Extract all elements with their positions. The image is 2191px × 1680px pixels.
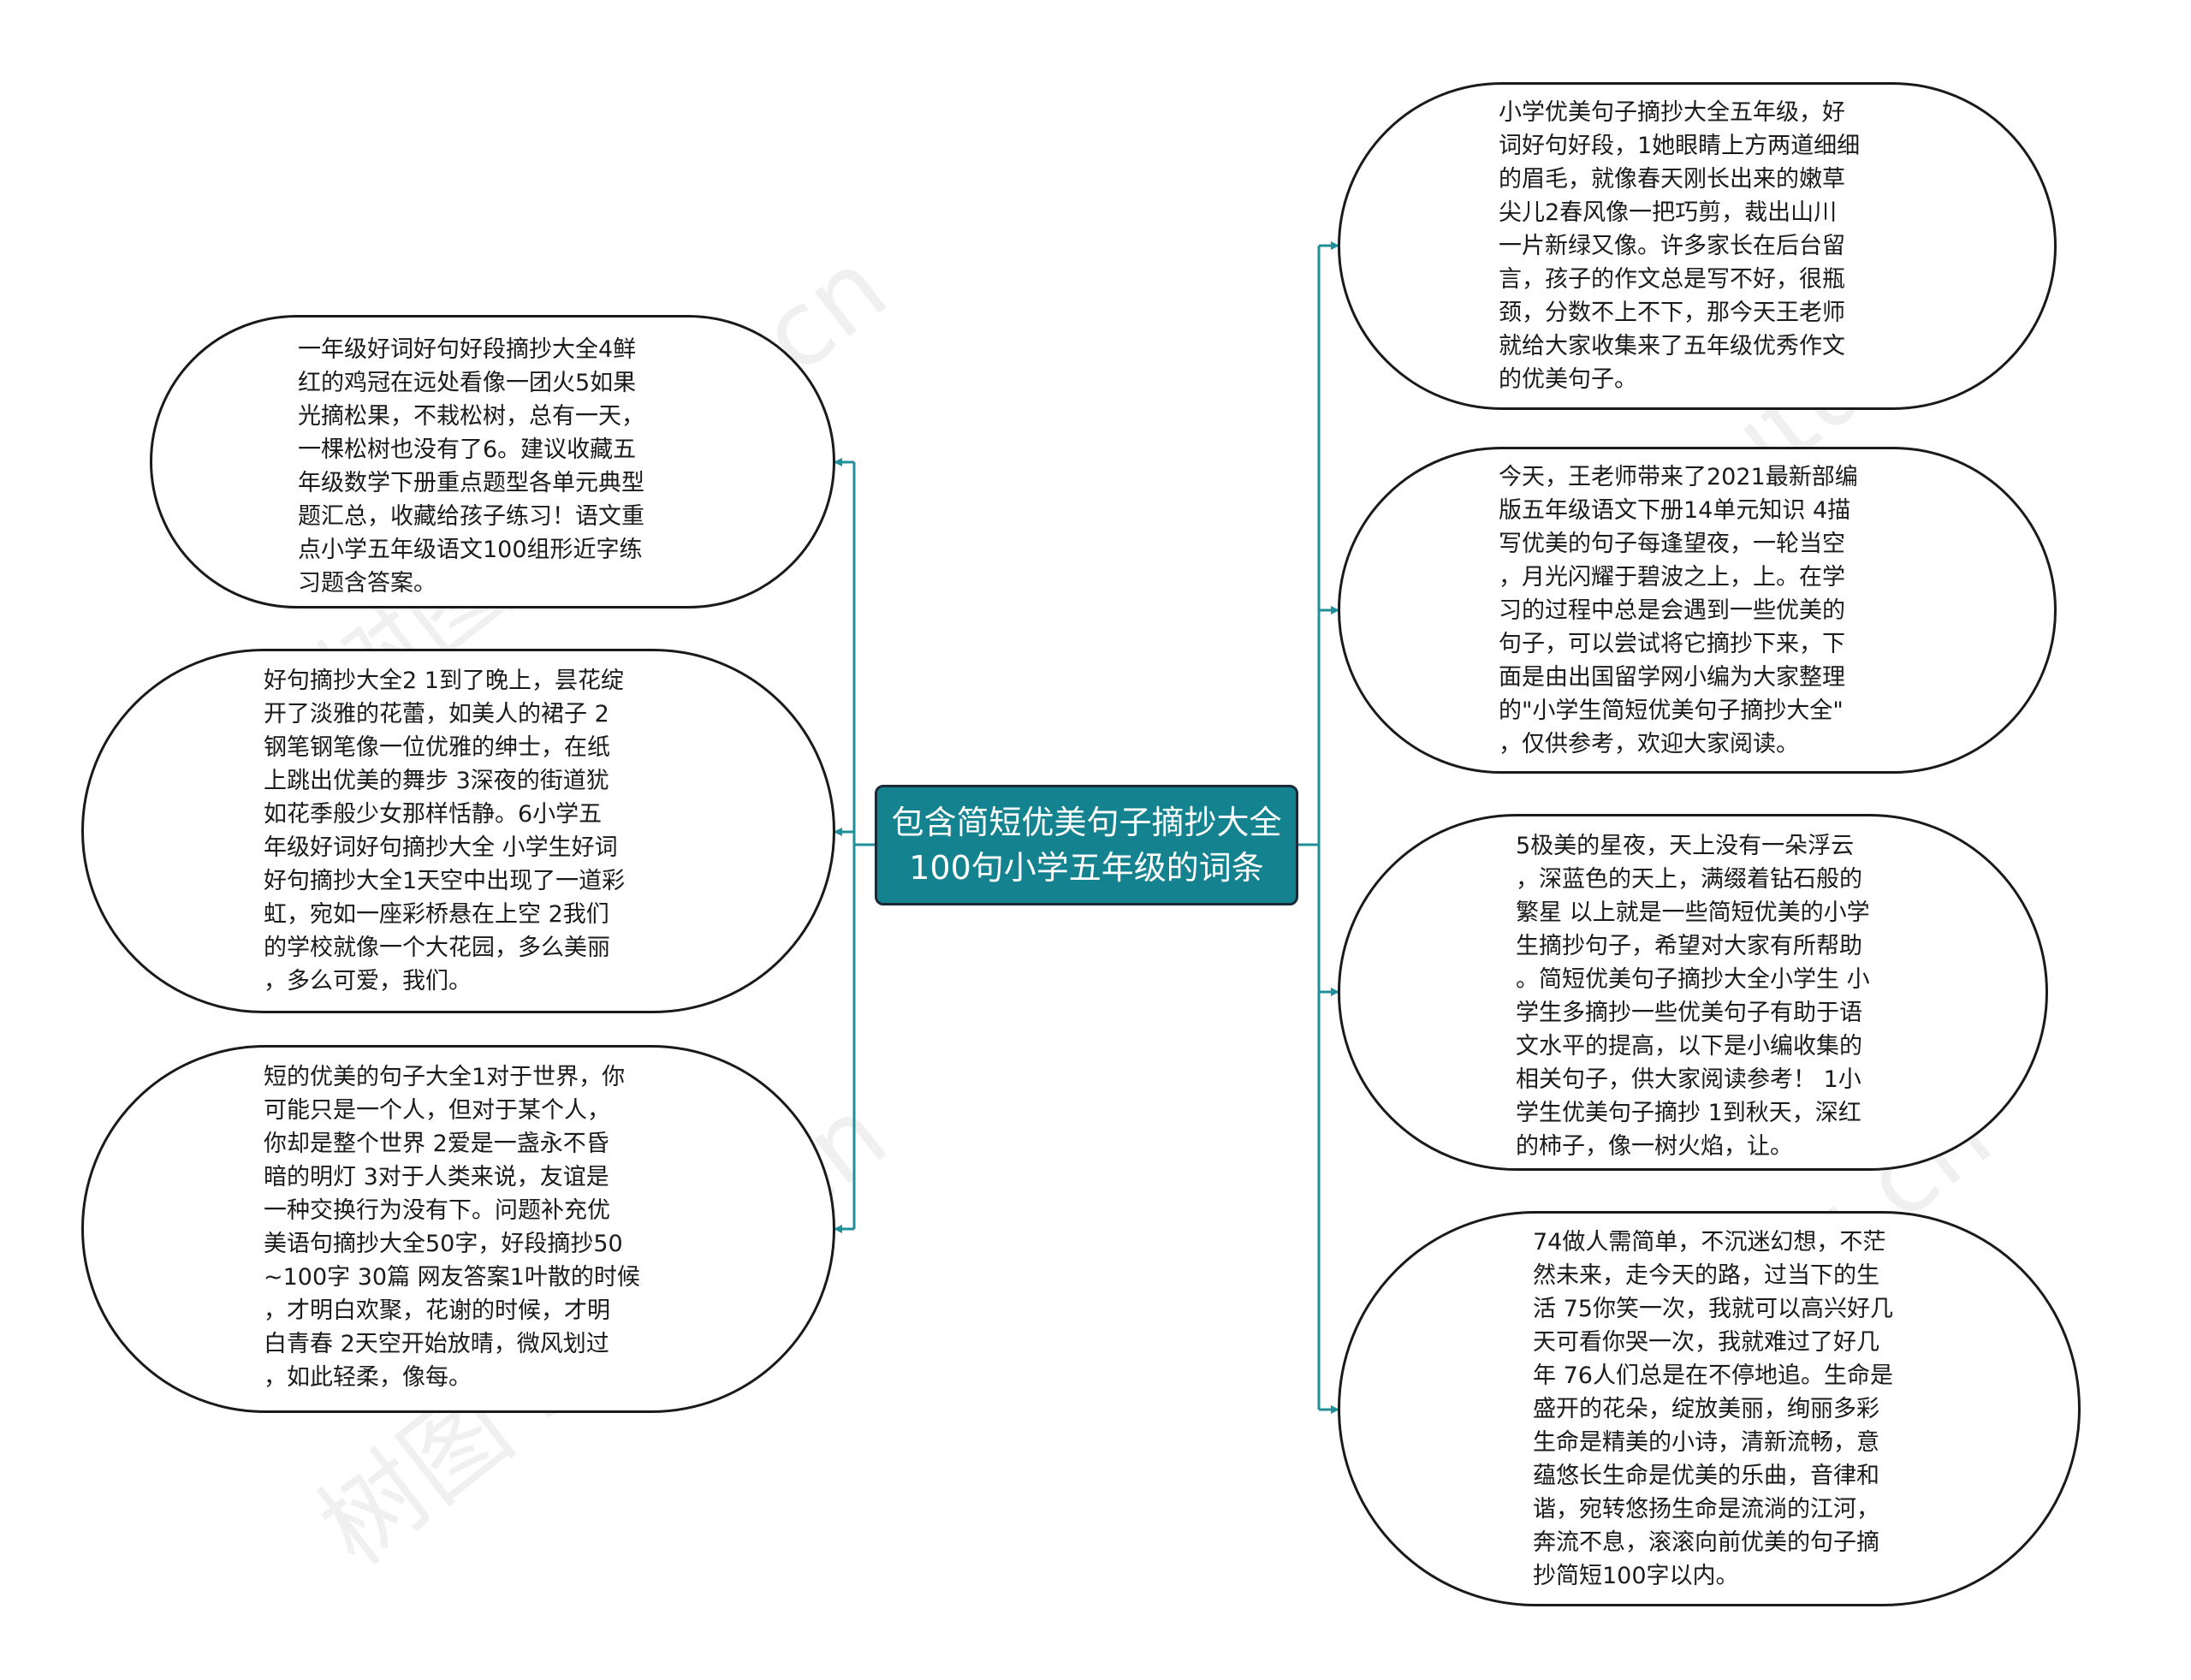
center-topic-node[interactable]: 包含简短优美句子摘抄大全100句小学五年级的词条 bbox=[875, 785, 1298, 905]
branch-text: 短的优美的句子大全1对于世界，你 可能只是一个人，但对于某个人， 你却是整个世界… bbox=[264, 1064, 640, 1391]
center-topic-text: 包含简短优美句子摘抄大全100句小学五年级的词条 bbox=[891, 803, 1282, 887]
branch-node-right-3[interactable]: 5极美的星夜，天上没有一朵浮云 ，深蓝色的天上，满缀着钻石般的 繁星 以上就是一… bbox=[1338, 814, 2048, 1171]
branch-node-left-2[interactable]: 好句摘抄大全2 1到了晚上，昙花绽 开了淡雅的花蕾，如美人的裙子 2 钢笔钢笔像… bbox=[81, 649, 835, 1013]
branch-node-left-1[interactable]: 一年级好词好句好段摘抄大全4鲜 红的鸡冠在远处看像一团火5如果 光摘松果，不栽松… bbox=[150, 315, 835, 608]
branch-text: 74做人需简单，不沉迷幻想，不茫 然未来，走今天的路，过当下的生 活 75你笑一… bbox=[1533, 1229, 1893, 1589]
branch-text: 好句摘抄大全2 1到了晚上，昙花绽 开了淡雅的花蕾，如美人的裙子 2 钢笔钢笔像… bbox=[264, 668, 626, 994]
branch-text: 一年级好词好句好段摘抄大全4鲜 红的鸡冠在远处看像一团火5如果 光摘松果，不栽松… bbox=[298, 336, 644, 597]
branch-text: 5极美的星夜，天上没有一朵浮云 ，深蓝色的天上，满缀着钻石般的 繁星 以上就是一… bbox=[1516, 833, 1870, 1160]
branch-node-right-1[interactable]: 小学优美句子摘抄大全五年级，好 词好句好段，1她眼睛上方两道细细 的眉毛，就像春… bbox=[1338, 82, 2057, 410]
branch-node-right-4[interactable]: 74做人需简单，不沉迷幻想，不茫 然未来，走今天的路，过当下的生 活 75你笑一… bbox=[1338, 1211, 2081, 1606]
branch-node-right-2[interactable]: 今天，王老师带来了2021最新部编 版五年级语文下册14单元知识 4描 写优美的… bbox=[1338, 447, 2057, 774]
branch-node-left-3[interactable]: 短的优美的句子大全1对于世界，你 可能只是一个人，但对于某个人， 你却是整个世界… bbox=[81, 1045, 835, 1413]
branch-text: 小学优美句子摘抄大全五年级，好 词好句好段，1她眼睛上方两道细细 的眉毛，就像春… bbox=[1499, 99, 1861, 393]
branch-text: 今天，王老师带来了2021最新部编 版五年级语文下册14单元知识 4描 写优美的… bbox=[1499, 464, 1858, 757]
